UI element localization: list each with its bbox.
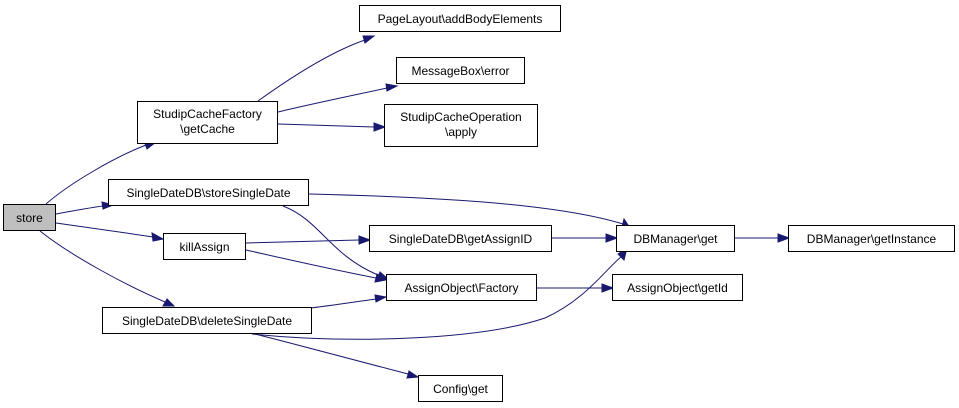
edge-arrowhead bbox=[374, 294, 388, 303]
node-get-assign-id-label-0: SingleDateDB\getAssignID bbox=[389, 232, 533, 246]
edge-arrowhead bbox=[358, 235, 372, 245]
node-page-layout-addbodyelements[interactable]: PageLayout\addBodyElements bbox=[359, 5, 561, 32]
edge-line bbox=[308, 193, 624, 225]
edge-line bbox=[310, 298, 377, 309]
node-singledatedb-deletesingledate[interactable]: SingleDateDB\deleteSingleDate bbox=[102, 307, 312, 334]
edge-arrowhead bbox=[385, 83, 399, 92]
node-page-layout-label-0: PageLayout\addBodyElements bbox=[378, 12, 543, 26]
node-store[interactable]: store bbox=[3, 204, 56, 231]
edge-assign-factory-to-assign-get-id bbox=[537, 283, 615, 293]
node-dbmanager-getinstance-label-0: DBManager\getInstance bbox=[807, 232, 937, 246]
edge-line bbox=[245, 239, 360, 244]
edge-line bbox=[254, 333, 409, 375]
edge-studip-cache-factory-to-message-box bbox=[277, 83, 399, 113]
node-config-get-label-0: Config\get bbox=[433, 382, 488, 396]
edge-line bbox=[55, 222, 154, 238]
node-config-get[interactable]: Config\get bbox=[418, 375, 503, 402]
edge-delete-single-date-to-config-get bbox=[254, 333, 420, 379]
node-assignobject-getid[interactable]: AssignObject\getId bbox=[612, 274, 743, 301]
node-assignobject-factory[interactable]: AssignObject\Factory bbox=[386, 274, 537, 301]
edge-store-to-store-single-date bbox=[55, 201, 115, 215]
node-dbmanager-getinstance[interactable]: DBManager\getInstance bbox=[788, 225, 955, 252]
edge-line bbox=[55, 205, 104, 215]
edge-arrowhead bbox=[373, 122, 387, 132]
edge-studip-cache-factory-to-page-layout bbox=[257, 35, 376, 102]
node-messagebox-error[interactable]: MessageBox\error bbox=[396, 57, 525, 84]
edge-arrowhead bbox=[601, 283, 615, 293]
edge-studip-cache-factory-to-studip-cache-operation bbox=[277, 122, 387, 132]
node-dbmanager-get-label-0: DBManager\get bbox=[633, 232, 718, 246]
node-store-single-date-label-0: SingleDateDB\storeSingleDate bbox=[126, 186, 290, 200]
edge-line bbox=[45, 144, 147, 205]
node-studip-cache-factory-label-0: StudipCacheFactory bbox=[153, 107, 262, 121]
edge-get-assign-id-to-db-manager-get bbox=[551, 233, 619, 243]
node-studip-cache-operation-label-1: \apply bbox=[445, 125, 477, 139]
node-singledatedb-getassignid[interactable]: SingleDateDB\getAssignID bbox=[369, 225, 552, 252]
node-studip-cache-factory-getcache[interactable]: StudipCacheFactory \getCache bbox=[137, 101, 278, 144]
edge-arrowhead bbox=[162, 298, 176, 307]
edge-line bbox=[245, 249, 377, 279]
edge-arrowhead bbox=[406, 370, 420, 379]
node-store-label-0: store bbox=[16, 211, 43, 225]
edge-line bbox=[39, 230, 166, 303]
node-assign-get-id-label-0: AssignObject\getId bbox=[627, 281, 728, 295]
node-assign-factory-label-0: AssignObject\Factory bbox=[404, 281, 518, 295]
edge-arrowhead bbox=[777, 233, 791, 243]
edge-line bbox=[277, 123, 375, 128]
edge-line bbox=[277, 87, 388, 113]
edge-delete-single-date-to-assign-factory bbox=[310, 294, 388, 309]
edge-store-to-delete-single-date bbox=[39, 230, 176, 307]
edge-store-single-date-to-db-manager-get bbox=[308, 193, 632, 229]
edge-kill-assign-to-get-assign-id bbox=[245, 235, 372, 245]
edge-db-manager-get-to-db-manager-get-instance bbox=[734, 233, 791, 243]
node-killassign-label-0: killAssign bbox=[179, 240, 229, 254]
edge-arrowhead bbox=[374, 273, 388, 283]
edges-layer bbox=[39, 35, 791, 379]
node-singledatedb-storesingledate[interactable]: SingleDateDB\storeSingleDate bbox=[108, 179, 309, 206]
edge-line bbox=[282, 205, 379, 276]
node-studip-cache-operation-label-0: StudipCacheOperation bbox=[400, 110, 521, 124]
node-dbmanager-get[interactable]: DBManager\get bbox=[616, 225, 735, 252]
edge-line bbox=[251, 255, 623, 340]
node-studip-cache-operation-apply[interactable]: StudipCacheOperation \apply bbox=[384, 104, 538, 147]
edge-line bbox=[257, 39, 366, 102]
edge-arrowhead bbox=[151, 232, 165, 242]
edge-arrowhead bbox=[605, 233, 619, 243]
edge-kill-assign-to-assign-factory bbox=[245, 249, 388, 283]
node-killassign[interactable]: killAssign bbox=[163, 233, 246, 260]
node-studip-cache-factory-label-1: \getCache bbox=[180, 122, 235, 136]
edge-store-to-kill-assign bbox=[55, 222, 165, 242]
edge-arrowhead bbox=[362, 35, 376, 44]
node-delete-single-date-label-0: SingleDateDB\deleteSingleDate bbox=[122, 314, 292, 328]
node-messagebox-error-label-0: MessageBox\error bbox=[411, 64, 509, 78]
edge-arrowhead bbox=[101, 201, 115, 210]
